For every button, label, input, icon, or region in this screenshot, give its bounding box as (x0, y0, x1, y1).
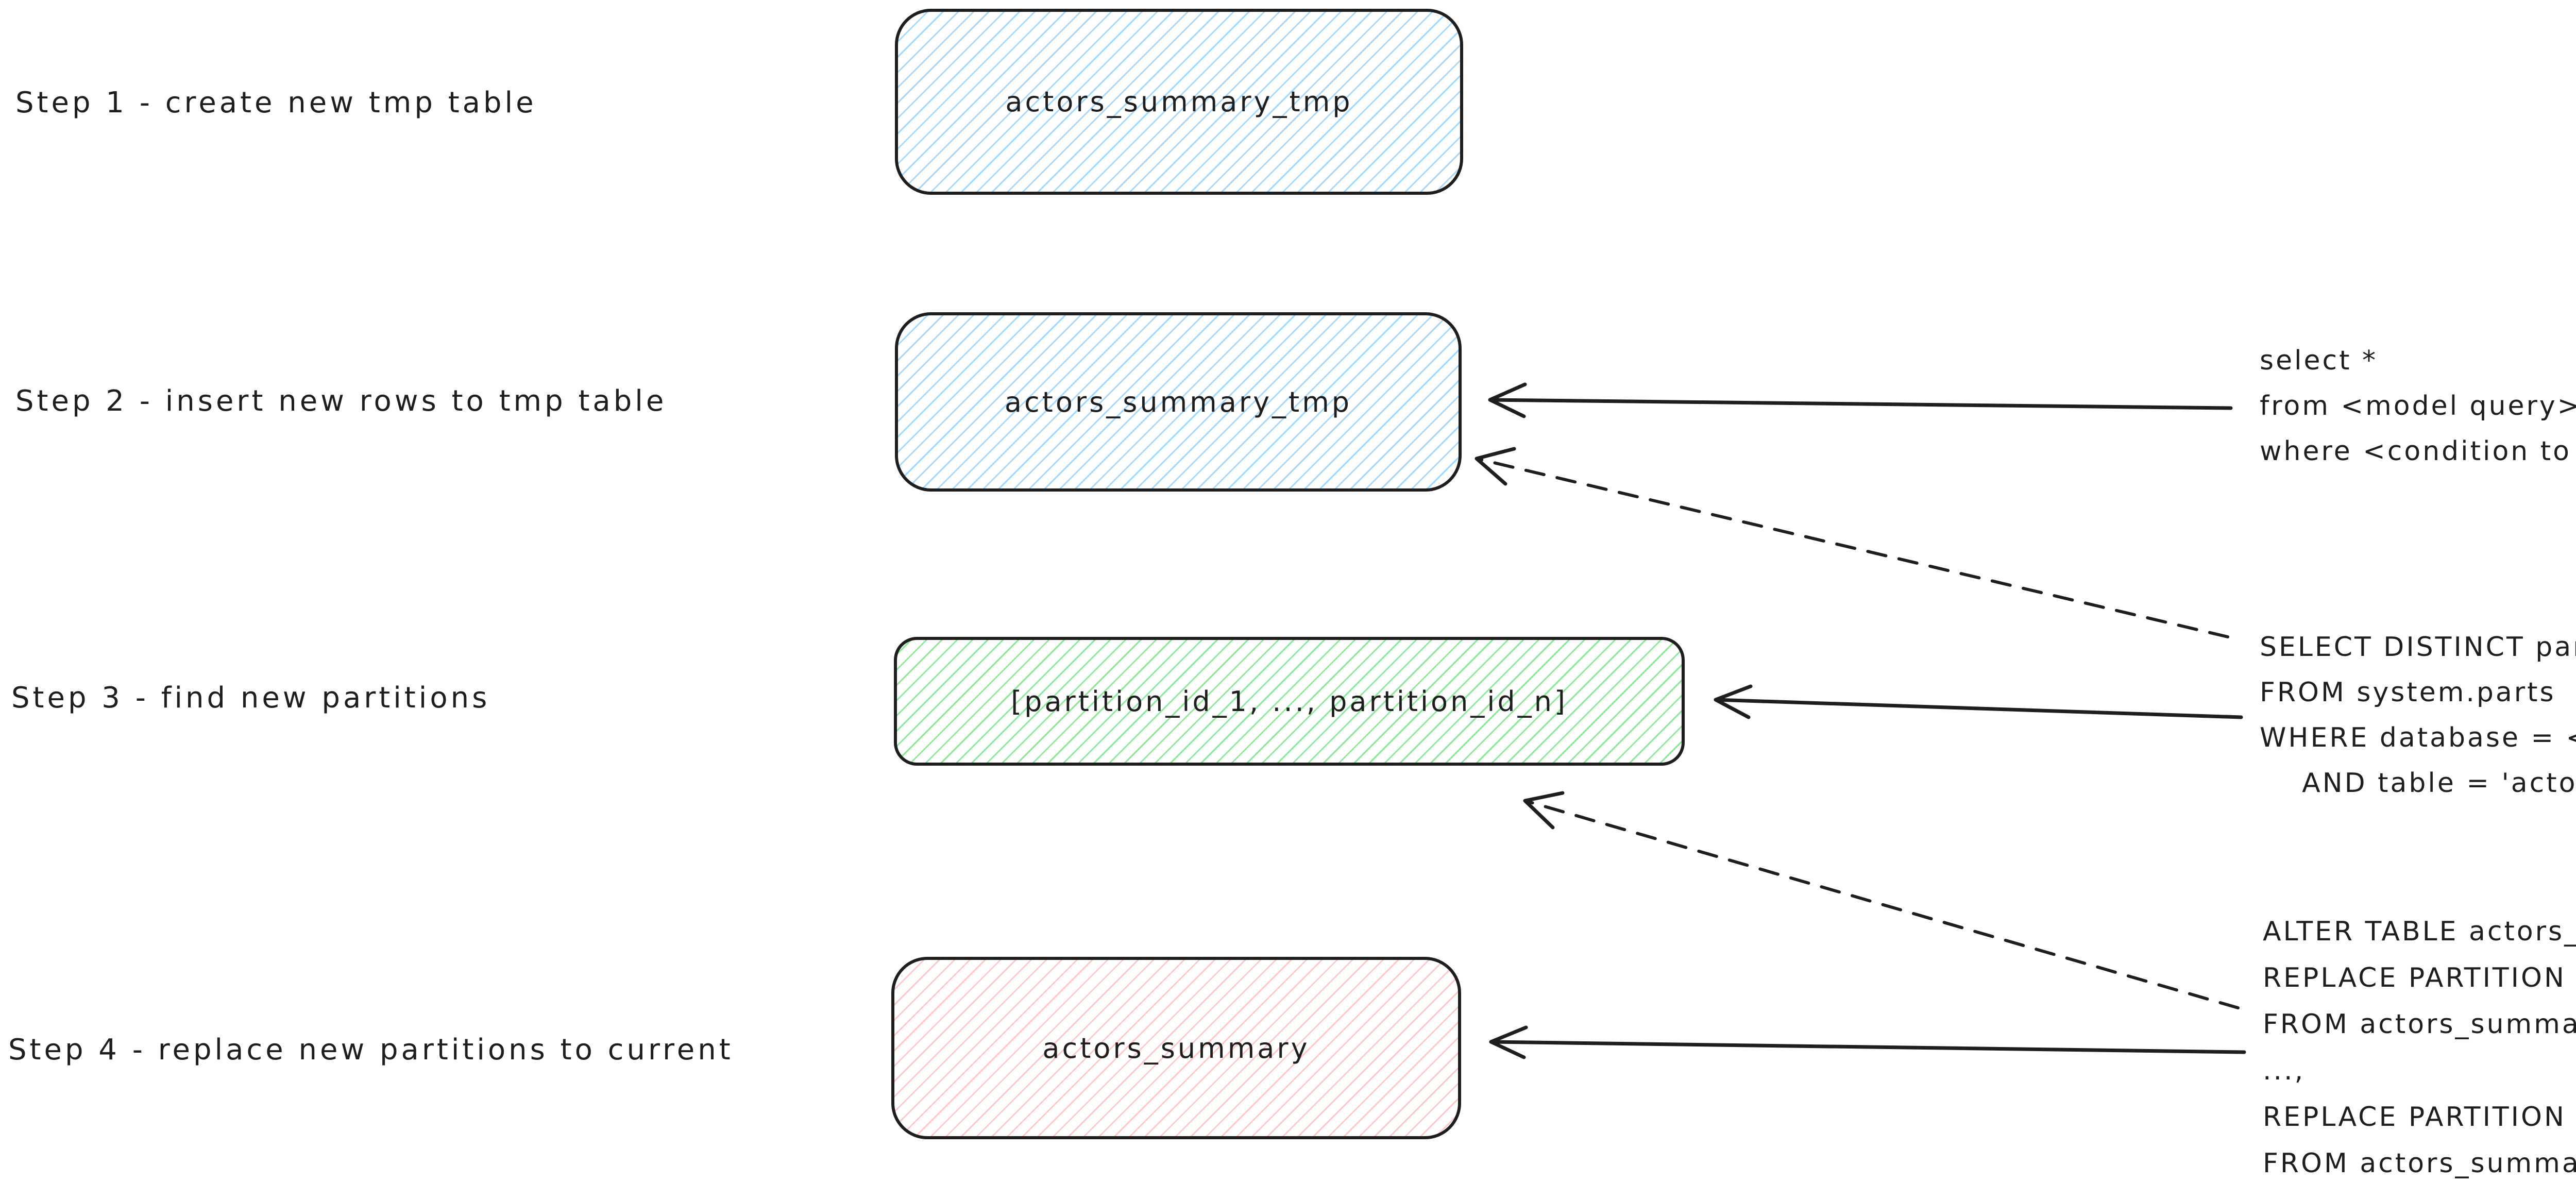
sql-line: FROM actors_summary_tmp, (2263, 1148, 2576, 1179)
sql-line: FROM actors_summary_tmp, (2263, 1009, 2576, 1040)
dashed-arrowhead-replace-sql-to-partitions-box (1523, 791, 1565, 830)
step-2-label: Step 2 - insert new rows to tmp table (15, 384, 667, 418)
tmp-table-label-step1: actors_summary_tmp (1005, 86, 1353, 118)
partitions-list-label: [partition_id_1, ..., partition_id_n] (1011, 685, 1568, 718)
dashed-arrowhead-partitions-sql-to-tmp-table (1475, 447, 1516, 486)
current-table-box: actors_summary (891, 957, 1461, 1139)
sql-line: SELECT DISTINCT partition_id (2260, 632, 2576, 663)
sql-line: select * (2260, 345, 2378, 376)
sql-line: REPLACE PARTITION partition_id_n (2263, 1102, 2566, 1133)
step-3-label: Step 3 - find new partitions (11, 681, 490, 715)
dashed-arrow-replace-sql-to-partitions-box (1523, 799, 2240, 1009)
current-table-label: actors_summary (1042, 1032, 1310, 1065)
insert-sql-text: select * from <model query> where <condi… (2260, 338, 2576, 474)
arrow-insert-sql-to-tmp-table (1488, 382, 2233, 418)
tmp-table-box-step1: actors_summary_tmp (895, 9, 1463, 195)
dashed-arrow-partitions-sql-to-tmp-table (1475, 457, 2229, 638)
sql-line: REPLACE PARTITION partition_id_1 (2263, 962, 2566, 993)
step-4-label: Step 4 - replace new partitions to curre… (8, 1033, 734, 1067)
sql-line: from <model query> (2260, 391, 2576, 421)
tmp-table-label-step2: actors_summary_tmp (1004, 385, 1352, 418)
sql-line: where <condition to identify new> (2260, 436, 2571, 467)
partitions-sql-text: SELECT DISTINCT partition_id FROM system… (2260, 624, 2576, 806)
tmp-table-box-step2: actors_summary_tmp (895, 312, 1462, 492)
replace-sql-text: ALTER TABLE actors_summary REPLACE PARTI… (2263, 908, 2576, 1187)
partitions-box: [partition_id_1, ..., partition_id_n] (894, 637, 1685, 766)
sql-line: ..., (2263, 1055, 2306, 1086)
arrow-partitions-sql-to-partitions-box (1714, 684, 2243, 719)
sql-line: ALTER TABLE actors_summary (2263, 916, 2576, 947)
step-1-label: Step 1 - create new tmp table (15, 86, 537, 120)
sql-line: WHERE database = <database> (2260, 722, 2576, 753)
sql-line: FROM system.parts (2260, 677, 2556, 708)
sql-line: AND table = 'actors_summary_tmp' (2302, 768, 2576, 799)
arrow-replace-sql-to-current-table (1489, 1025, 2246, 1059)
